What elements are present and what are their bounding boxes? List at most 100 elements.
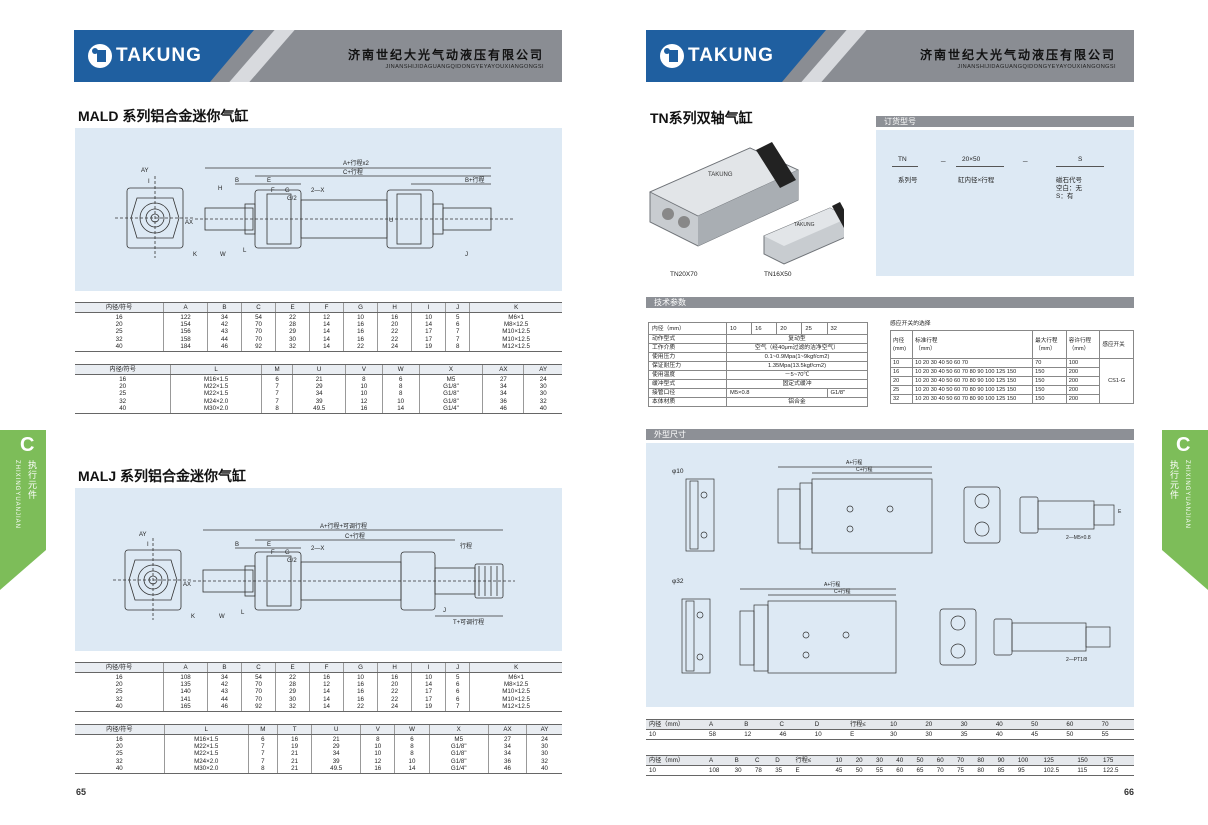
svg-text:AY: AY <box>141 168 149 174</box>
table-row: 本体材质铝合金 <box>648 397 868 407</box>
svg-text:A+行程+可调行程: A+行程+可调行程 <box>320 522 367 530</box>
outline-drawing: φ10 φ32 A+行程 C+行程 A+行程 C+行程 2—M5×0.8 2—P… <box>672 459 1122 674</box>
tech-params-bar: 技术参数 <box>646 297 1134 308</box>
svg-text:C+行程: C+行程 <box>343 168 363 176</box>
page-header: TAKUNG 济南世纪大光气动液压有限公司 JINANSHIJIDAGUANGQ… <box>74 30 562 82</box>
order-code-panel: TN － 20×50 － S 系列号 缸内径×行程 磁石代号 空白：无 S：有 <box>876 130 1134 276</box>
table-row: 缓冲型式固定式缓冲 <box>648 379 868 389</box>
outline-drawing-panel: φ10 φ32 A+行程 C+行程 A+行程 C+行程 2—M5×0.8 2—P… <box>646 443 1134 707</box>
svg-text:I: I <box>148 179 150 185</box>
svg-text:C+行程: C+行程 <box>834 588 851 595</box>
page-number: 66 <box>1124 787 1135 797</box>
svg-text:T+可调行程: T+可调行程 <box>453 618 484 626</box>
section-tab: C 执行元件 ZHIXINGYUANJIAN <box>1162 430 1208 590</box>
svg-text:F: F <box>271 188 275 194</box>
table-row: 使用温度－5~70℃ <box>648 370 868 380</box>
svg-text:W: W <box>219 614 225 620</box>
svg-text:C+行程: C+行程 <box>856 466 873 473</box>
svg-text:B+行程: B+行程 <box>465 176 485 184</box>
svg-text:L: L <box>241 610 245 616</box>
svg-text:K: K <box>191 614 195 620</box>
svg-text:φ32: φ32 <box>672 578 684 585</box>
svg-text:F: F <box>271 550 275 556</box>
switch-table: 内径 (mm) 标准行程 （mm） 最大行程 （mm） 容许行程 （mm） 感应… <box>889 330 1134 404</box>
right-page: TAKUNG 济南世纪大光气动液压有限公司 JINANSHIJIDAGUANGQ… <box>604 0 1208 825</box>
svg-text:E: E <box>267 178 271 184</box>
table-row: 工作介质空气（经40μm过滤的洁净空气） <box>648 343 868 353</box>
left-page: TAKUNG 济南世纪大光气动液压有限公司 JINANSHIJIDAGUANGQ… <box>0 30 562 797</box>
svg-text:K: K <box>193 252 197 258</box>
svg-text:G: G <box>285 550 290 556</box>
logo-icon <box>660 44 684 68</box>
svg-text:2—X: 2—X <box>311 188 324 194</box>
page-number: 65 <box>76 787 87 797</box>
switch-caption: 感应开关的选择 <box>890 321 931 327</box>
table-row: 内径 (mm) 标准行程 （mm） 最大行程 （mm） 容许行程 （mm） 感应… <box>889 330 1134 359</box>
svg-text:AY: AY <box>139 532 147 538</box>
svg-text:G/2: G/2 <box>287 196 297 202</box>
svg-text:AX: AX <box>183 582 191 588</box>
svg-text:2—M5×0.8: 2—M5×0.8 <box>1066 535 1091 541</box>
takung-logo: TAKUNG <box>88 43 202 69</box>
svg-text:AX: AX <box>185 220 193 226</box>
svg-text:E: E <box>267 542 271 548</box>
tn-title: TN系列双轴气缸 <box>650 110 753 126</box>
svg-text:TAKUNG: TAKUNG <box>794 222 815 228</box>
svg-text:W: W <box>220 252 226 258</box>
product-image: TAKUNG TAKUNG <box>649 142 844 265</box>
svg-text:B: B <box>235 542 239 548</box>
svg-text:A+行程: A+行程 <box>824 581 840 588</box>
svg-text:J: J <box>443 608 446 614</box>
svg-text:I: I <box>147 542 149 548</box>
svg-text:TAKUNG: TAKUNG <box>708 172 733 178</box>
svg-text:2—PT1/8: 2—PT1/8 <box>1066 657 1087 663</box>
svg-text:J: J <box>465 252 468 258</box>
svg-text:2—X: 2—X <box>311 546 324 552</box>
product-caption: TN20X70 <box>670 271 698 278</box>
company-name: 济南世纪大光气动液压有限公司 JINANSHIJIDAGUANGQIDONGYE… <box>919 48 1116 70</box>
svg-text:行程: 行程 <box>460 542 472 550</box>
svg-text:U: U <box>389 218 393 224</box>
svg-text:H: H <box>218 186 222 192</box>
mald-drawing: AY I AX K W L A+行程x2 C+行程 E B F G G/2 H … <box>115 159 515 258</box>
svg-text:G/2: G/2 <box>287 558 297 564</box>
page-header: TAKUNG 济南世纪大光气动液压有限公司 JINANSHIJIDAGUANGQ… <box>646 30 1134 82</box>
malj-drawing: AY I AX K W L A+行程+可调行程 C+行程 B E F G G/2… <box>113 522 515 626</box>
section-tab: C 执行元件 ZHIXINGYUANJIAN <box>0 430 46 590</box>
svg-text:A+行程: A+行程 <box>846 459 862 466</box>
malj-title: MALJ 系列铝合金迷你气缸 <box>78 468 246 484</box>
mald-title: MALD 系列铝合金迷你气缸 <box>78 108 249 124</box>
product-caption: TN16X50 <box>764 271 792 278</box>
logo-icon <box>88 44 112 68</box>
svg-text:C+行程: C+行程 <box>345 532 365 540</box>
svg-text:E: E <box>1118 509 1122 515</box>
outline-bar: 外型尺寸 <box>646 429 1134 440</box>
svg-text:φ10: φ10 <box>672 468 684 475</box>
svg-text:B: B <box>235 178 239 184</box>
table-row: 动作型式复动型 <box>648 334 868 344</box>
order-code-bar: 订货型号 <box>876 116 1134 127</box>
takung-logo: TAKUNG <box>660 43 774 69</box>
mald-drawing-panel: AY I AX K W L A+行程x2 C+行程 E B F G G/2 H … <box>75 128 562 291</box>
malj-drawing-panel: AY I AX K W L A+行程+可调行程 C+行程 B E F G G/2… <box>75 488 562 651</box>
